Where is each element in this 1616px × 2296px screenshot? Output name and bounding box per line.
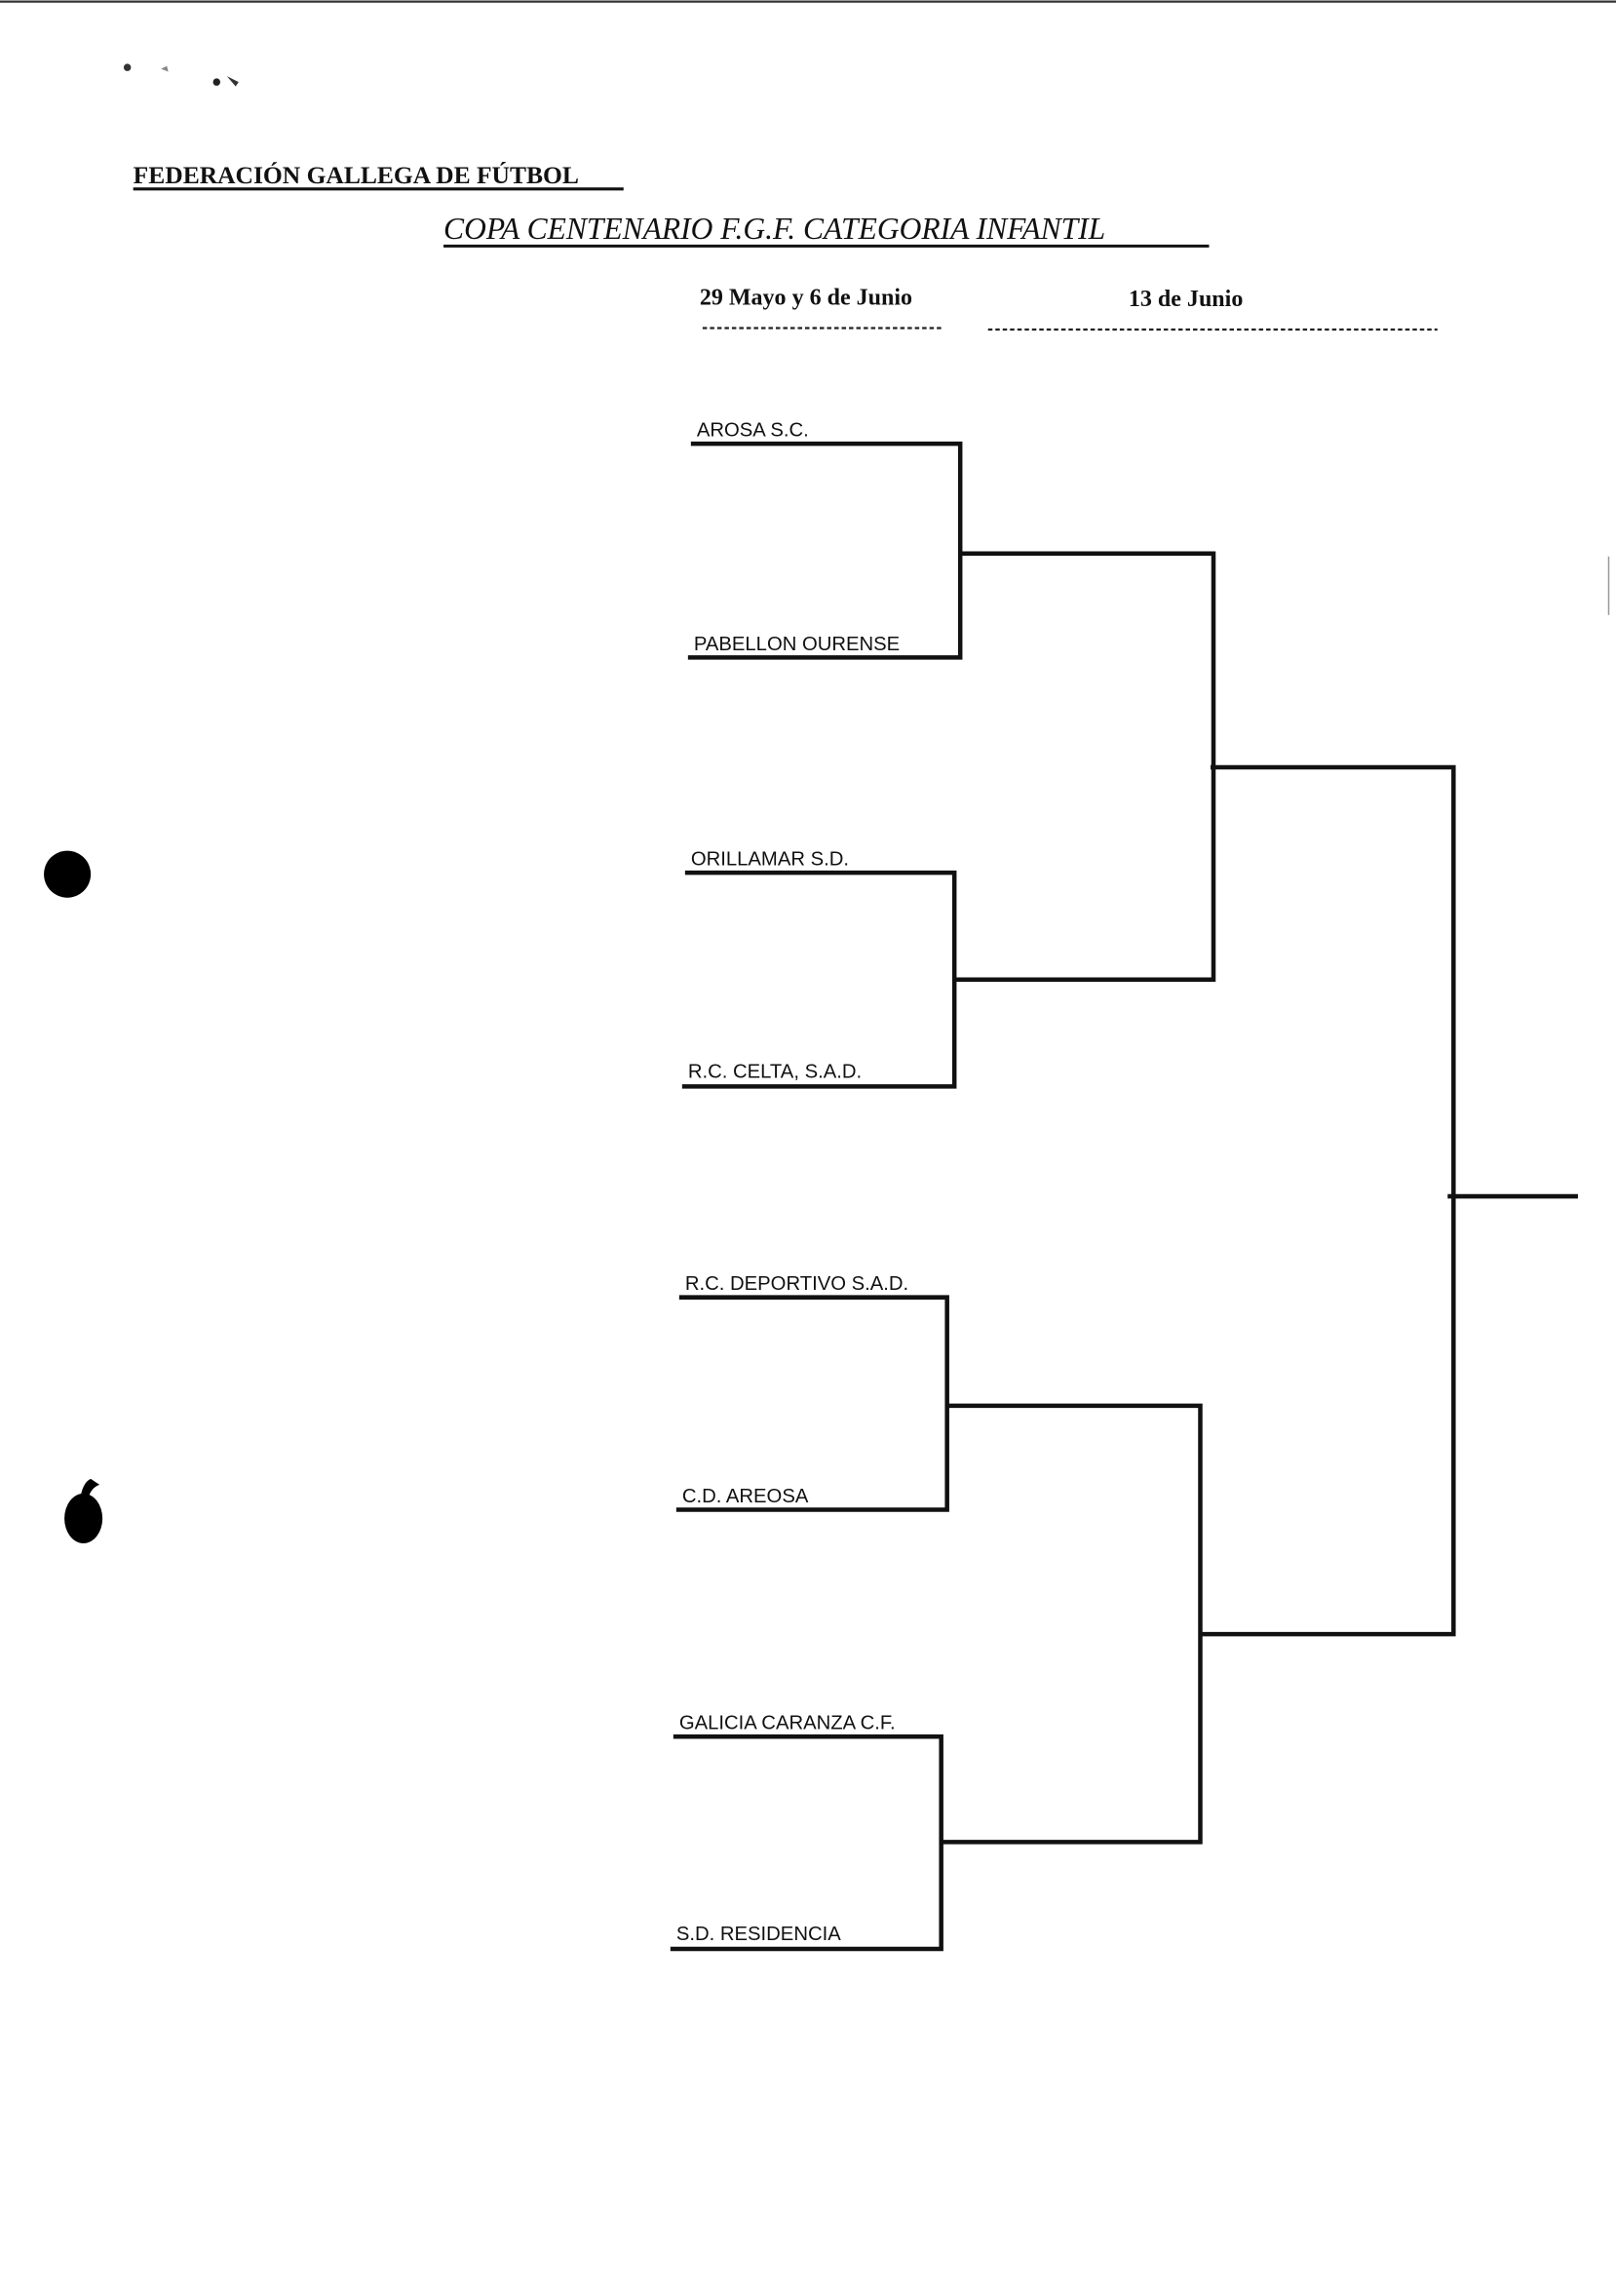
team-label: R.C. DEPORTIVO S.A.D.: [685, 1273, 908, 1295]
punch-hole: [64, 1478, 103, 1543]
bracket-round-3: [1198, 764, 1456, 1637]
team-label: GALICIA CARANZA C.F.: [679, 1713, 896, 1734]
round-1-date: 29 Mayo y 6 de Junio: [700, 285, 912, 310]
punch-hole: [44, 850, 92, 898]
team-labels: AROSA S.C. PABELLON OURENSE ORILLAMAR S.…: [676, 420, 908, 1945]
team-label: PABELLON OURENSE: [694, 634, 900, 655]
team-label: C.D. AREOSA: [682, 1486, 809, 1507]
federation-name: FEDERACIÓN GALLEGA DE FÚTBOL: [134, 161, 579, 189]
team-label: AROSA S.C.: [697, 420, 809, 442]
cup-title: COPA CENTENARIO F.G.F. CATEGORIA INFANTI…: [443, 212, 1105, 246]
scan-specks: [123, 63, 239, 87]
round-2-date: 13 de Junio: [1129, 287, 1243, 312]
team-label: R.C. CELTA, S.A.D.: [688, 1061, 862, 1082]
team-label: S.D. RESIDENCIA: [676, 1924, 841, 1945]
team-label: ORILLAMAR S.D.: [691, 849, 849, 871]
